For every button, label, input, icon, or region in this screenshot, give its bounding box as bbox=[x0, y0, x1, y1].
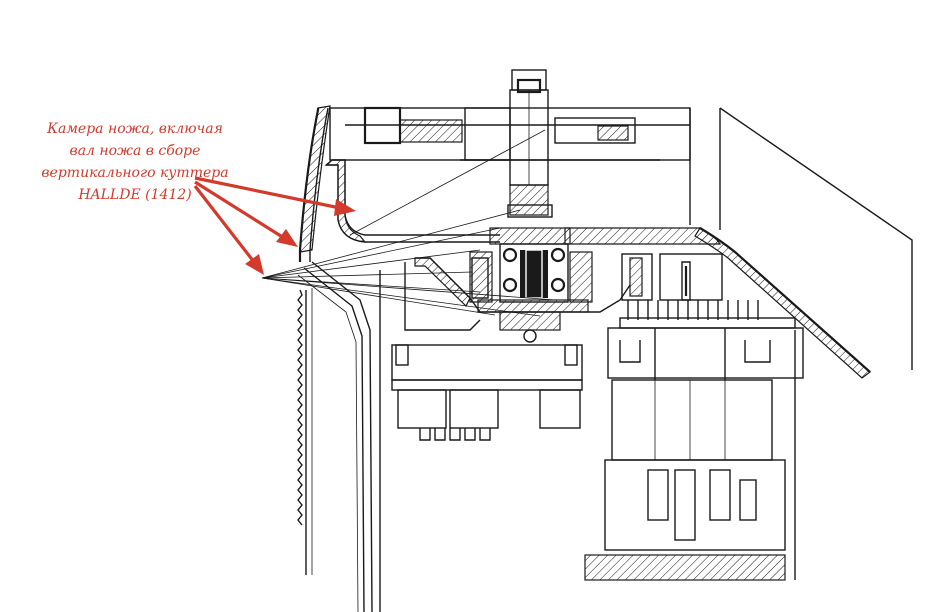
bearing-hub bbox=[404, 227, 631, 343]
lower-base-block bbox=[391, 344, 583, 441]
housing-left-wall bbox=[297, 105, 331, 575]
annotation-arrows bbox=[193, 176, 356, 275]
callout-line-3: вертикального куттера bbox=[41, 165, 229, 181]
leader-lines bbox=[261, 129, 556, 317]
callout-line-2: вал ножа в сборе bbox=[69, 143, 201, 159]
lid-slope bbox=[564, 107, 913, 379]
arrow-to-shaft bbox=[193, 185, 256, 263]
callout-line-4: HALLDE (1412) bbox=[78, 187, 192, 203]
motor-assembly bbox=[584, 253, 804, 581]
knife-shaft bbox=[507, 69, 553, 218]
callout-line-1: Камера ножа, включая bbox=[47, 121, 223, 137]
arrowhead-icon bbox=[276, 229, 298, 247]
arrow-to-chamber bbox=[194, 176, 341, 210]
callout-label: Камера ножа, включая вал ножа в сборе ве… bbox=[30, 118, 240, 206]
knife-chamber bbox=[324, 106, 721, 243]
bowl-wall-lines bbox=[297, 261, 381, 612]
arrow-to-wall bbox=[194, 180, 285, 240]
arrowhead-icon bbox=[334, 199, 356, 216]
arrowhead-icon bbox=[245, 254, 264, 275]
